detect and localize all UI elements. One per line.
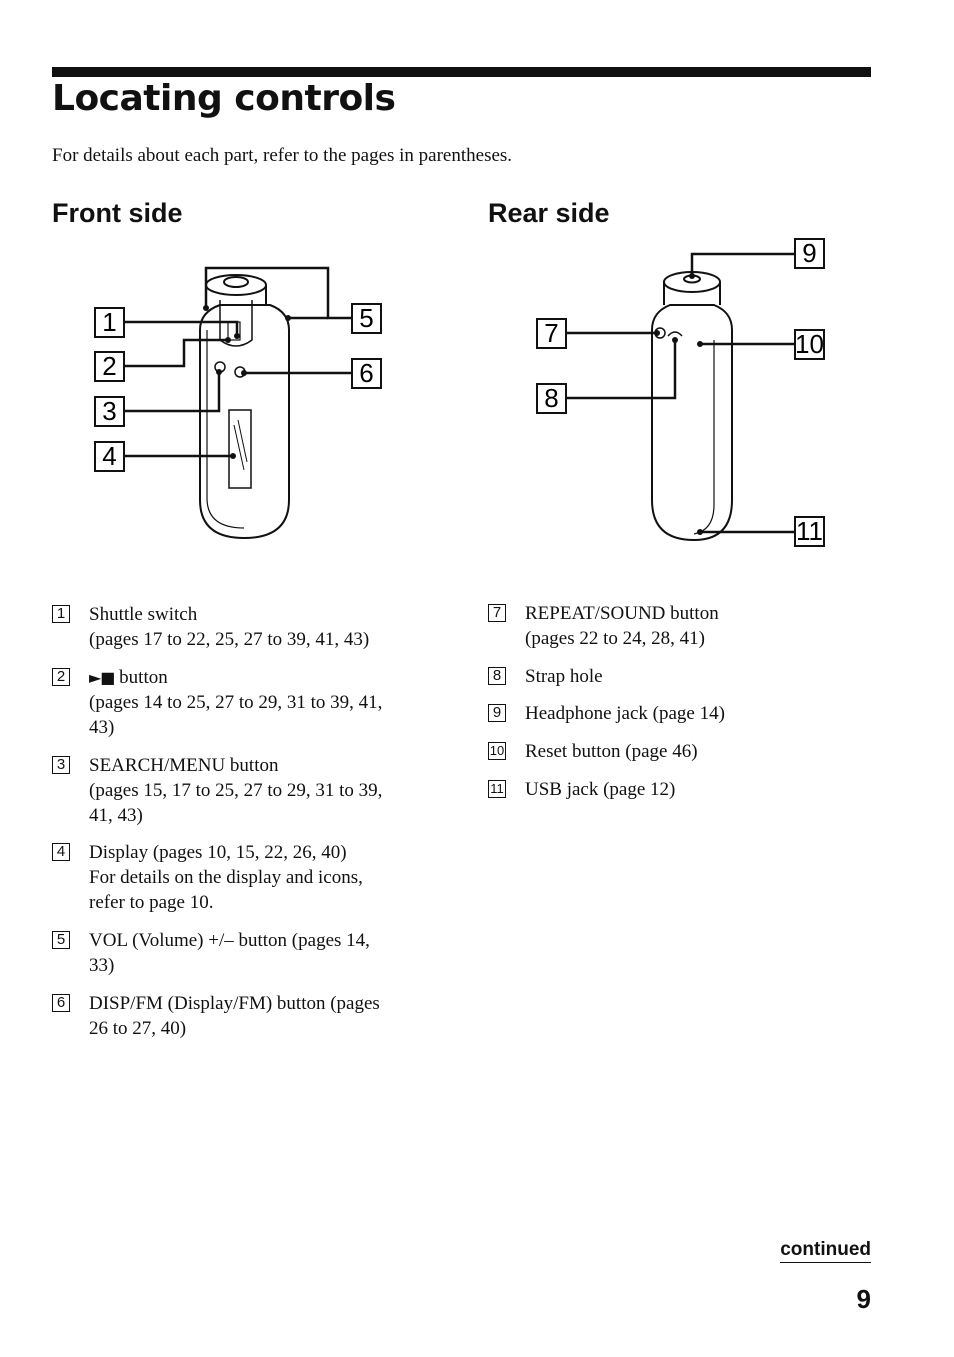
item-description: Headphone jack (page 14) bbox=[525, 703, 725, 724]
item-description: Reset button (page 46) bbox=[525, 741, 698, 762]
front-callout-1: 1 bbox=[94, 307, 125, 338]
front-callout-3: 3 bbox=[94, 396, 125, 427]
item-number: 5 bbox=[52, 931, 70, 949]
item-description: DISP/FM (Display/FM) button (pages 26 to… bbox=[89, 993, 380, 1039]
svg-text:7: 7 bbox=[544, 318, 558, 348]
svg-text:2: 2 bbox=[102, 351, 116, 381]
item-number: 11 bbox=[488, 780, 506, 798]
front-side-diagram: 1 2 3 4 5 6 bbox=[0, 0, 460, 560]
rear-side-diagram: 7 8 9 10 11 bbox=[460, 0, 860, 560]
page-number: 9 bbox=[856, 1284, 871, 1314]
display-window bbox=[228, 409, 252, 489]
svg-text:1: 1 bbox=[102, 307, 116, 337]
item-number: 2 bbox=[52, 668, 70, 686]
svg-text:3: 3 bbox=[102, 396, 116, 426]
page-title: Locating controls bbox=[52, 78, 396, 119]
front-callout-6: 6 bbox=[351, 358, 382, 389]
item-number: 4 bbox=[52, 843, 70, 861]
svg-text:9: 9 bbox=[802, 238, 816, 268]
item-description: USB jack (page 12) bbox=[525, 779, 676, 800]
rear-callout-7: 7 bbox=[536, 318, 567, 349]
front-callout-4: 4 bbox=[94, 441, 125, 472]
item-number: 10 bbox=[488, 742, 506, 760]
item-description: VOL (Volume) +/– button (pages 14, 33) bbox=[89, 930, 370, 976]
front-callout-2: 2 bbox=[94, 351, 125, 382]
header-rule bbox=[52, 67, 871, 77]
item-description: Shuttle switch (pages 17 to 22, 25, 27 t… bbox=[89, 604, 370, 650]
item-number: 7 bbox=[488, 604, 506, 622]
item-number: 9 bbox=[488, 704, 506, 722]
continued-label: continued bbox=[780, 1239, 871, 1263]
item-number: 1 bbox=[52, 605, 70, 623]
rear-device-body bbox=[651, 304, 733, 542]
svg-text:6: 6 bbox=[359, 358, 373, 388]
item-description: Strap hole bbox=[525, 666, 603, 687]
item-number: 6 bbox=[52, 994, 70, 1012]
front-device-body bbox=[199, 304, 290, 540]
rear-callout-9: 9 bbox=[794, 238, 825, 269]
svg-text:10: 10 bbox=[795, 329, 824, 359]
front-side-heading: Front side bbox=[52, 198, 183, 228]
rear-callout-11: 11 bbox=[794, 516, 825, 547]
rear-side-heading: Rear side bbox=[488, 198, 610, 228]
svg-text:4: 4 bbox=[102, 441, 116, 471]
front-callout-5: 5 bbox=[351, 303, 382, 334]
item-number: 3 bbox=[52, 756, 70, 774]
svg-text:5: 5 bbox=[359, 303, 373, 333]
item-description: Display (pages 10, 15, 22, 26, 40) For d… bbox=[89, 842, 363, 913]
strap-hole bbox=[667, 331, 683, 337]
play-stop-icon: ►■ bbox=[89, 668, 115, 687]
item-number: 8 bbox=[488, 667, 506, 685]
item-description: button (pages 14 to 25, 27 to 29, 31 to … bbox=[89, 667, 383, 738]
svg-text:11: 11 bbox=[796, 516, 823, 546]
rear-callout-10: 10 bbox=[794, 329, 825, 360]
rear-callout-8: 8 bbox=[536, 383, 567, 414]
item-description: SEARCH/MENU button (pages 15, 17 to 25, … bbox=[89, 755, 383, 826]
item-description: REPEAT/SOUND button (pages 22 to 24, 28,… bbox=[525, 603, 719, 649]
intro-text: For details about each part, refer to th… bbox=[52, 145, 513, 166]
svg-text:8: 8 bbox=[544, 383, 558, 413]
